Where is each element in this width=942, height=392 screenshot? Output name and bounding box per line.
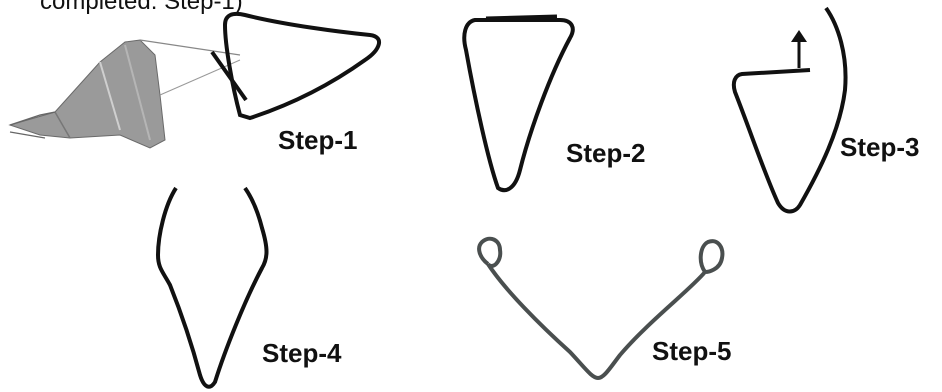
step-2-wire-overlap: [486, 17, 557, 19]
step-1-label: Step-1: [278, 125, 357, 156]
step-2-label: Step-2: [566, 138, 645, 169]
step-3-label: Step-3: [840, 132, 919, 163]
mask-illustration: [10, 40, 240, 148]
step-3-wire: [734, 8, 846, 212]
step-5-label: Step-5: [652, 336, 731, 367]
step-4-label: Step-4: [262, 338, 341, 369]
step-4-wire: [158, 188, 267, 387]
step-1-wire: [225, 14, 379, 118]
step-3-arrow-head: [791, 30, 807, 42]
step-2-wire: [464, 20, 572, 190]
